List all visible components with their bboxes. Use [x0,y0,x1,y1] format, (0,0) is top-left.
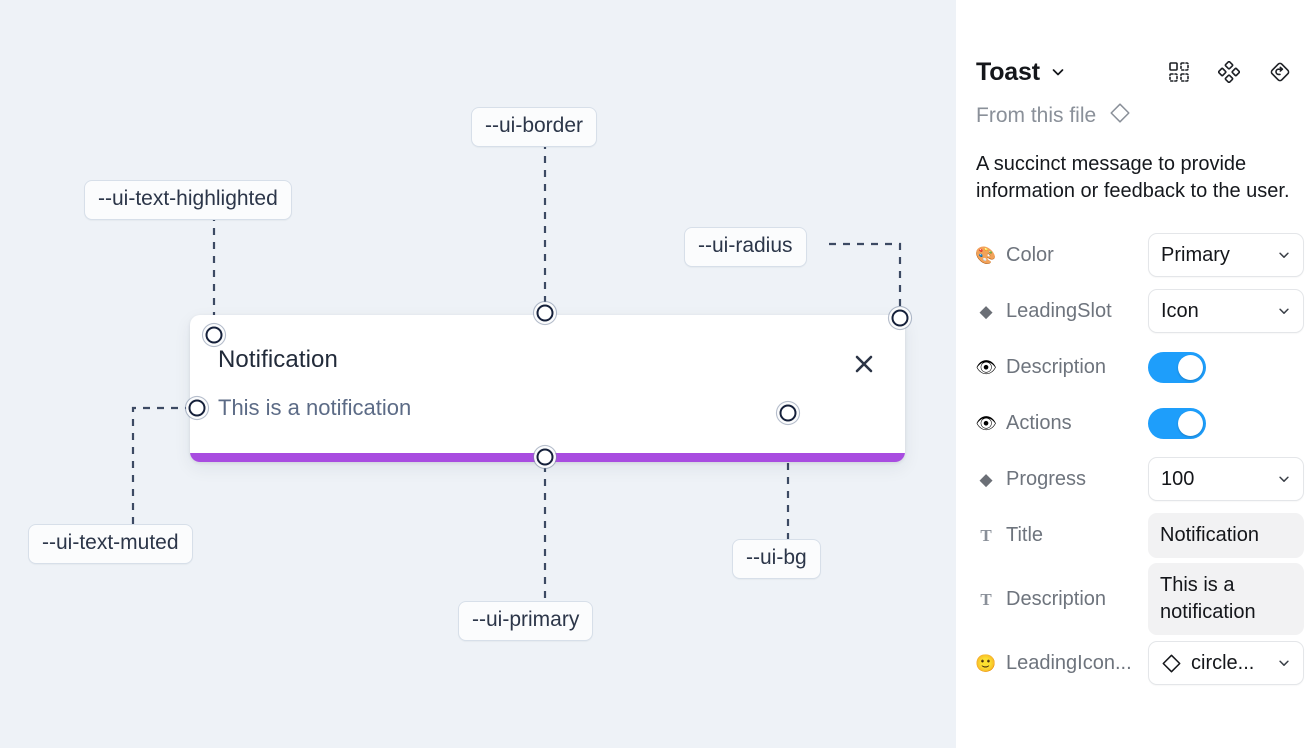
token-chip-ui-radius[interactable]: --ui-radius [684,227,807,268]
color-select-value: Primary [1161,243,1230,266]
panel-header: Toast [972,46,1296,98]
token-chip-ui-bg[interactable]: --ui-bg [732,539,821,580]
text-type-icon: T [980,589,992,609]
actions-toggle[interactable] [1148,407,1206,439]
toggle-knob [1178,354,1203,380]
property-label: Color [1006,243,1054,266]
property-control: Primary [1148,233,1304,277]
description-input[interactable]: This is a notification [1148,563,1304,635]
anchor-ui-text-highlighted[interactable] [205,326,223,344]
property-row-description-text: T Description This is a notification [976,563,1304,635]
progress-select[interactable]: 100 [1148,457,1304,501]
anchor-ui-bg[interactable] [779,404,797,422]
property-control: Icon [1148,289,1304,333]
leading-slot-select-value: Icon [1161,299,1199,322]
property-label-group: 👁 Actions [975,411,1148,435]
property-label-group: T Description [976,588,1148,611]
property-label: Actions [1006,411,1072,434]
variant-cluster-icon[interactable] [1218,61,1240,83]
property-label-group: 👁 Description [975,355,1148,379]
panel-title: Toast [976,57,1040,86]
property-control: Notification [1148,512,1304,558]
token-chip-ui-border[interactable]: --ui-border [471,107,598,148]
token-chip-ui-primary[interactable]: --ui-primary [458,601,594,642]
token-chip-ui-text-muted[interactable]: --ui-text-muted [28,524,193,565]
panel-header-actions [1168,60,1292,84]
property-label: Description [1006,355,1107,378]
leading-slot-select[interactable]: Icon [1148,289,1304,333]
anchor-ui-border[interactable] [536,304,554,322]
property-label-group: T Title [976,524,1148,547]
property-label: LeadingSlot [1006,299,1112,322]
property-row-description-toggle: 👁 Description [975,339,1292,395]
reset-instance-icon[interactable] [1268,60,1292,84]
title-input[interactable]: Notification [1148,512,1304,558]
anchor-ui-radius[interactable] [891,309,909,327]
smiley-emoji-icon: 🙂 [975,653,997,673]
color-select[interactable]: Primary [1148,233,1304,277]
properties-panel: Toast [956,0,1312,748]
token-chip-ui-text-highlighted[interactable]: --ui-text-highlighted [84,180,292,221]
toast-component-preview[interactable]: Notification This is a notification [190,315,905,462]
property-control [1148,407,1292,439]
diamond-outline-icon [1161,653,1182,674]
design-canvas[interactable]: Notification This is a notification --ui… [0,0,956,748]
diamond-filled-icon: ◆ [979,301,993,321]
diamond-filled-icon: ◆ [979,469,993,489]
chevron-down-icon [1277,472,1291,486]
property-row-actions-toggle: 👁 Actions [975,395,1292,451]
toast-title: Notification [218,346,338,373]
property-label-group: 🙂 LeadingIcon... [975,651,1148,675]
anchor-ui-primary[interactable] [536,448,554,466]
toggle-knob [1178,410,1203,436]
property-list: 🎨 Color Primary ◆ LeadingSlot [972,227,1304,691]
description-toggle[interactable] [1148,351,1206,383]
component-description: A succinct message to provide informatio… [976,153,1290,202]
property-control [1148,351,1292,383]
property-label-group: ◆ LeadingSlot [976,300,1148,323]
chevron-down-icon [1277,248,1291,262]
property-row-leading-slot: ◆ LeadingSlot Icon [976,283,1304,339]
property-control: circle... [1148,641,1304,685]
chevron-down-icon[interactable] [1050,64,1066,80]
property-label: Title [1006,523,1044,546]
palette-emoji-icon: 🎨 [975,245,997,265]
chevron-down-icon [1277,304,1291,318]
chevron-down-icon [1277,656,1291,670]
property-row-title: T Title Notification [976,507,1304,563]
property-control: This is a notification [1148,563,1304,635]
property-label: Description [1006,587,1107,610]
close-icon[interactable] [851,351,877,377]
from-this-file-label: From this file [976,103,1097,127]
eye-emoji-icon: 👁 [975,413,997,433]
progress-select-value: 100 [1161,467,1195,490]
text-type-icon: T [980,525,992,545]
property-row-color: 🎨 Color Primary [975,227,1304,283]
leading-icon-select-value: circle... [1191,651,1255,674]
diamond-outline-icon [1109,102,1131,129]
property-label-group: ◆ Progress [976,468,1148,491]
property-row-progress: ◆ Progress 100 [976,451,1304,507]
from-this-file[interactable]: From this file [972,102,1296,129]
leading-icon-select[interactable]: circle... [1148,641,1304,685]
property-label-group: 🎨 Color [975,243,1148,267]
property-label: LeadingIcon... [1006,651,1132,674]
property-control: 100 [1148,457,1304,501]
eye-emoji-icon: 👁 [975,357,997,377]
component-grid-icon[interactable] [1168,61,1190,83]
property-row-leading-icon: 🙂 LeadingIcon... circle... [975,635,1304,691]
property-label: Progress [1006,467,1087,490]
toast-description: This is a notification [218,395,412,420]
anchor-ui-text-muted[interactable] [188,399,206,417]
